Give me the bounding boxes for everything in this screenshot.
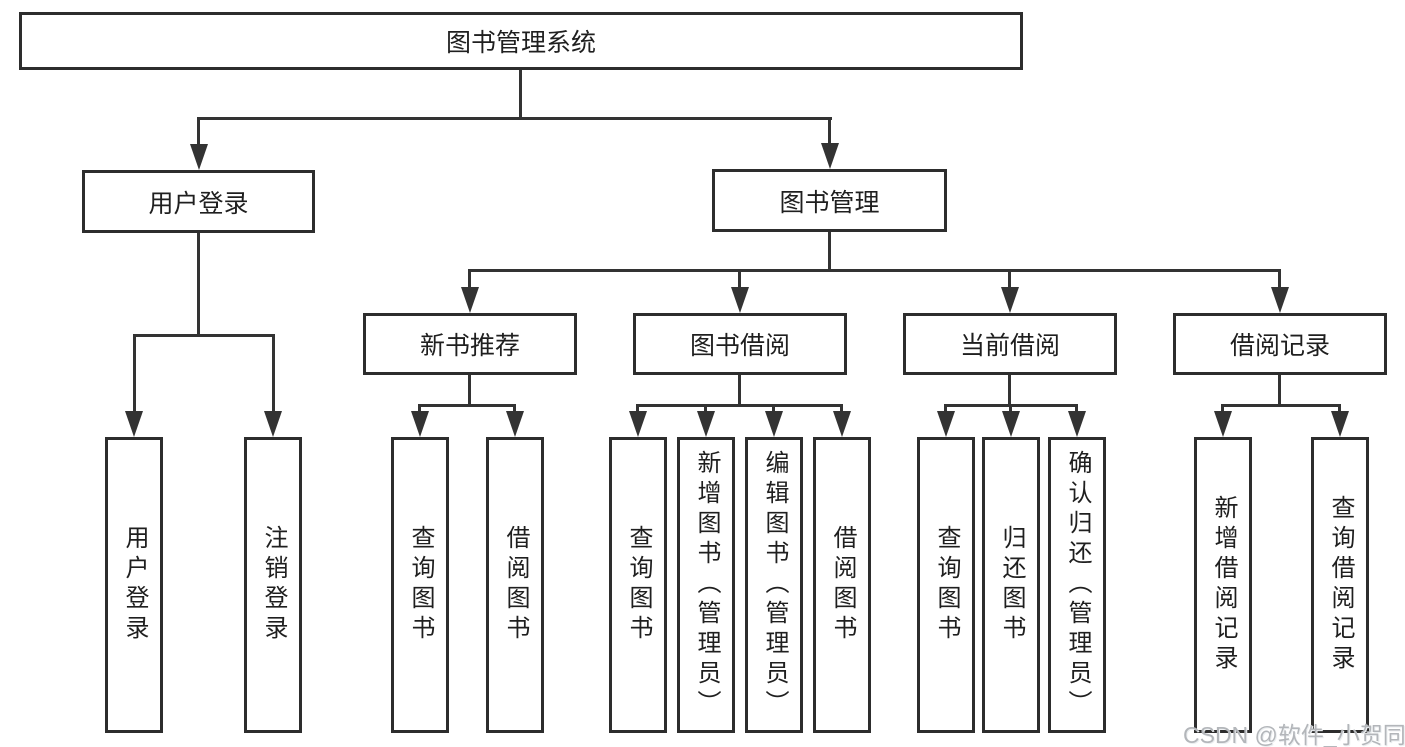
node-leaf-br-add-record: 新增借阅记录 <box>1194 437 1252 733</box>
connector-drop-bb-query <box>636 404 639 416</box>
connector-drop-nb-query <box>418 404 421 416</box>
node-leaf-bb-query-books: 查询图书 <box>609 437 667 733</box>
node-book-management: 图书管理 <box>712 169 947 232</box>
node-leaf-bb-edit-books-admin: 编辑图书（管理员） <box>745 437 803 733</box>
connector-drop-nb-borrow <box>513 404 516 416</box>
connector-drop-borrowing-records <box>1278 269 1281 293</box>
connector-root-branch <box>198 117 832 120</box>
connector-drop-bb-edit <box>772 404 775 416</box>
arrowhead-cb-confirm <box>1068 411 1086 437</box>
connector-drop-bb-add <box>704 404 707 416</box>
connector-drop-book-management <box>828 117 831 146</box>
connector-new-books-branch <box>420 404 515 407</box>
node-library-system: 图书管理系统 <box>19 12 1023 70</box>
connector-borrowing-records-branch <box>1223 404 1340 407</box>
arrowhead-new-books <box>461 287 479 313</box>
connector-current-borrowing-stem <box>1008 373 1011 407</box>
arrowhead-book-management <box>821 143 839 169</box>
connector-drop-current-borrowing <box>1008 269 1011 293</box>
node-new-book-recommendation: 新书推荐 <box>363 313 577 375</box>
node-leaf-cb-query-books: 查询图书 <box>917 437 975 733</box>
connector-drop-logout-leaf <box>272 334 275 416</box>
connector-new-books-stem <box>468 373 471 407</box>
arrowhead-bb-edit <box>765 411 783 437</box>
node-leaf-bb-add-books-admin: 新增图书（管理员） <box>677 437 735 733</box>
arrowhead-cb-return <box>1002 411 1020 437</box>
node-borrowing-records: 借阅记录 <box>1173 313 1387 375</box>
arrowhead-bb-query <box>629 411 647 437</box>
node-book-borrowing: 图书借阅 <box>633 313 847 375</box>
node-leaf-logout: 注销登录 <box>244 437 302 733</box>
arrowhead-bb-add <box>697 411 715 437</box>
connector-book-borrowing-stem <box>738 373 741 407</box>
arrowhead-br-query <box>1331 411 1349 437</box>
arrowhead-borrowing-records <box>1271 287 1289 313</box>
node-current-borrowing: 当前借阅 <box>903 313 1117 375</box>
arrowhead-current-borrowing <box>1001 287 1019 313</box>
csdn-watermark: CSDN @软件_小贺同学 <box>1183 722 1405 747</box>
arrowhead-login-leaf <box>125 411 143 437</box>
connector-drop-book-borrowing <box>738 269 741 293</box>
node-leaf-cb-confirm-return-admin: 确认归还（管理员） <box>1048 437 1106 733</box>
node-leaf-nb-borrow-books: 借阅图书 <box>486 437 544 733</box>
connector-book-management-branch <box>470 269 1280 272</box>
connector-drop-cb-return <box>1009 404 1012 416</box>
connector-book-management-stem <box>828 230 831 272</box>
arrowhead-user-login <box>190 144 208 170</box>
node-leaf-bb-borrow-books: 借阅图书 <box>813 437 871 733</box>
connector-drop-cb-query <box>944 404 947 416</box>
arrowhead-br-add <box>1214 411 1232 437</box>
connector-drop-user-login <box>197 117 200 147</box>
arrowhead-bb-borrow <box>833 411 851 437</box>
connector-borrowing-records-stem <box>1278 373 1281 407</box>
connector-root-stem <box>519 68 522 120</box>
arrowhead-nb-borrow <box>506 411 524 437</box>
node-leaf-br-query-record: 查询借阅记录 <box>1311 437 1369 733</box>
connector-user-login-stem <box>197 231 200 337</box>
arrowhead-logout-leaf <box>264 411 282 437</box>
node-leaf-user-login: 用户登录 <box>105 437 163 733</box>
arrowhead-book-borrowing <box>731 287 749 313</box>
connector-book-borrowing-branch <box>638 404 842 407</box>
connector-user-login-branch <box>134 334 274 337</box>
arrowhead-cb-query <box>937 411 955 437</box>
connector-drop-bb-borrow <box>840 404 843 416</box>
node-leaf-nb-query-books: 查询图书 <box>391 437 449 733</box>
node-user-login: 用户登录 <box>82 170 315 233</box>
node-leaf-cb-return-books: 归还图书 <box>982 437 1040 733</box>
connector-drop-br-add <box>1221 404 1224 416</box>
connector-drop-new-books <box>468 269 471 293</box>
arrowhead-nb-query <box>411 411 429 437</box>
connector-drop-login-leaf <box>133 334 136 416</box>
connector-drop-cb-confirm <box>1075 404 1078 416</box>
connector-drop-br-query <box>1338 404 1341 416</box>
